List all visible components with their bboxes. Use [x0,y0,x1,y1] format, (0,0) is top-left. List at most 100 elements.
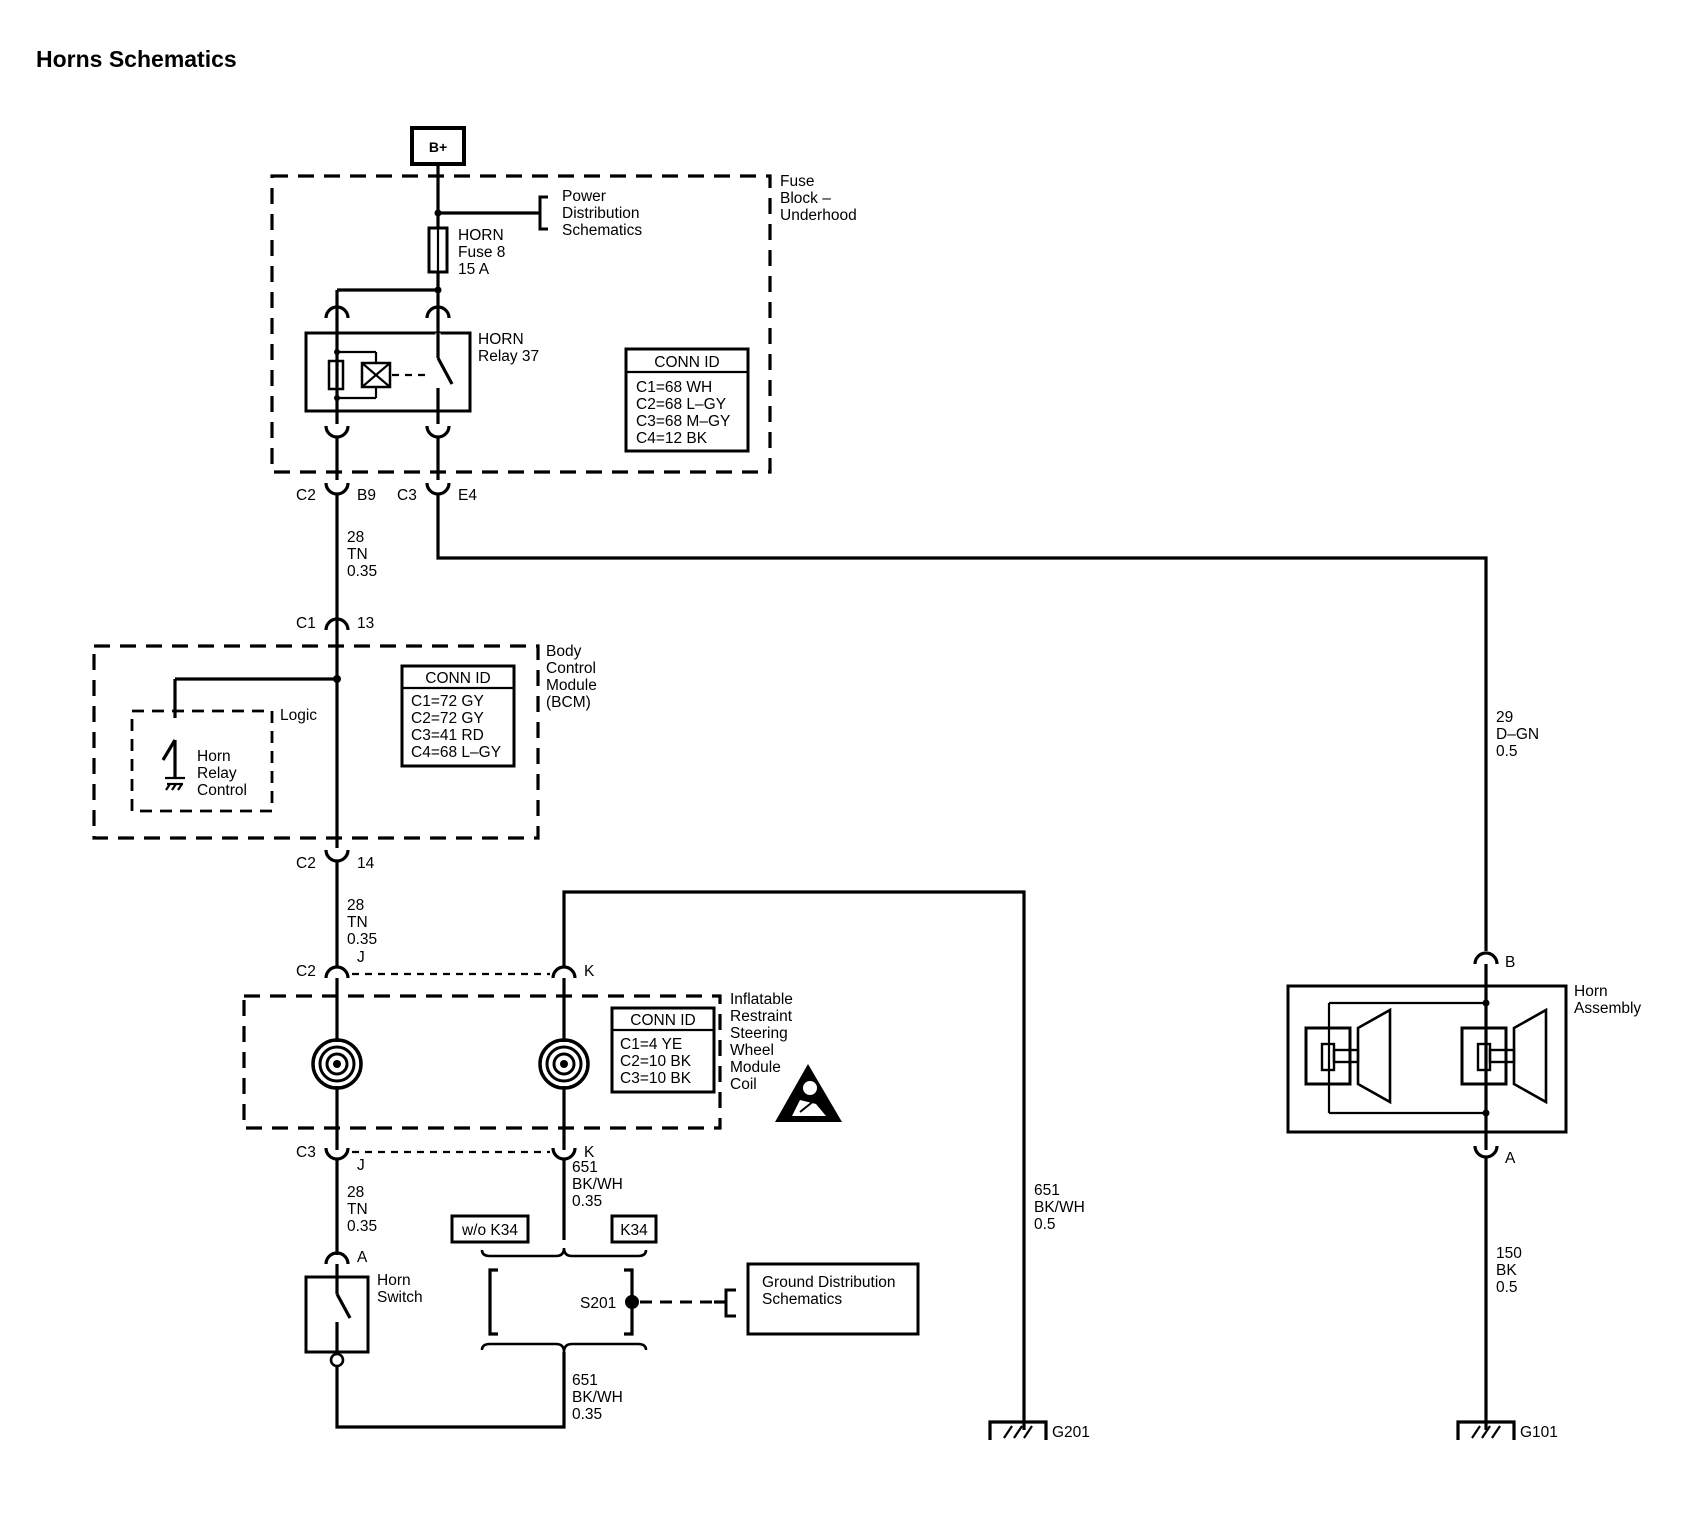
connector-c2-14: C2 14 [296,849,375,872]
wire-label: 28 [347,529,364,546]
wire-label: 150 [1496,1245,1522,1262]
wire-label: 651 [572,1372,598,1389]
clockspring-coil-icon [311,1038,363,1090]
body-control-module: Body Control Module (BCM) Logic Horn Rel… [92,620,597,848]
wire-label: TN [347,546,368,563]
pin-label: K [584,963,595,980]
bcm-label: Body [546,643,582,660]
conn-id-row: C3=41 RD [411,727,484,744]
conn-id-row: C3=10 BK [620,1070,692,1087]
horn-speaker-icon [1460,1007,1548,1105]
bcm-label: Control [546,660,596,677]
conn-id-header: CONN ID [630,1012,695,1029]
horn-relay-control-label: Relay [197,765,237,782]
horn-assembly-label: Assembly [1574,1000,1641,1017]
clockspring-coil-icon [538,1038,590,1090]
bcm-label: Module [546,677,597,694]
wire-651-g201 [562,890,1026,1430]
fuse-block-label-2: Block – [780,190,831,207]
conn-id-row: C1=4 YE [620,1036,682,1053]
connector-label: C2 [296,487,316,504]
wire-label: TN [347,914,368,931]
wire-label: 0.35 [347,1218,377,1235]
pin-label: A [1505,1150,1516,1167]
ground-ref-label: Schematics [762,1291,842,1308]
horn-relay-icon [304,331,472,413]
fuse-block-conn-id-table: CONN ID C1=68 WH C2=68 L–GY C3=68 M–GY C… [624,347,750,453]
fuse-label-3: 15 A [458,261,490,278]
conn-id-row: C1=72 GY [411,693,484,710]
bcm-label: (BCM) [546,694,591,711]
wire-label: 0.35 [572,1406,602,1423]
coil-top-connectors: C2 J K [296,949,595,980]
option-k34-tag: K34 [610,1214,658,1244]
coil-label: Inflatable [730,991,793,1008]
pin-label: B9 [357,487,376,504]
airbag-warning-icon [775,1064,842,1122]
wire-label: BK/WH [1034,1199,1085,1216]
splice-label: S201 [580,1295,616,1312]
connector-label: C3 [296,1144,316,1161]
conn-id-row: C2=10 BK [620,1053,692,1070]
bcm-conn-id-table: CONN ID C1=72 GY C2=72 GY C3=41 RD C4=68… [400,664,516,768]
horn-switch-label: Switch [377,1289,423,1306]
wire-label: BK [1496,1262,1517,1279]
wire-label: 0.35 [572,1193,602,1210]
relay-label-2: Relay 37 [478,348,539,365]
pin-label: 14 [357,855,375,872]
horn-fuse-icon [427,226,449,274]
connector-label: C2 [296,963,316,980]
fuse-label-1: HORN [458,227,504,244]
connector-label: C2 [296,855,316,872]
connector-c2-b9: C2 B9 [296,482,376,504]
pin-label: E4 [458,487,477,504]
horn-relay-control-label: Control [197,782,247,799]
horn-assembly: B Horn Assembly A [1286,951,1641,1167]
conn-id-row: C2=72 GY [411,710,484,727]
horn-assembly-label: Horn [1574,983,1608,1000]
pin-label: A [357,1249,368,1266]
horn-relay-control-label: Horn [197,748,231,765]
wire-label: 29 [1496,709,1513,726]
wire-label: 0.35 [347,931,377,948]
steering-wheel-coil-module: Inflatable Restraint Steering Wheel Modu… [242,978,793,1150]
option-label: K34 [620,1222,648,1239]
conn-id-row: C4=68 L–GY [411,744,501,761]
fuse-block-label-1: Fuse [780,173,814,190]
coil-label: Coil [730,1076,757,1093]
pin-label: J [357,1157,365,1174]
wire-label: 651 [1034,1182,1060,1199]
conn-id-row: C4=12 BK [636,430,708,447]
power-distribution-ref-3: Schematics [562,222,642,239]
connector-label: C1 [296,615,316,632]
option-w-o-k34-tag: w/o K34 [450,1214,530,1244]
pin-label: J [357,949,365,966]
splice-s201-block: S201 [480,1247,736,1353]
connector-label: C3 [397,487,417,504]
battery-source: B+ [410,126,466,176]
ground-g101-icon: G101 [1456,1420,1558,1441]
coil-label: Wheel [730,1042,774,1059]
pin-label: K [584,1144,595,1161]
coil-label: Steering [730,1025,788,1042]
wire-label: 651 [572,1159,598,1176]
battery-label: B+ [429,139,447,155]
wire-label: BK/WH [572,1176,623,1193]
fuse-label-2: Fuse 8 [458,244,505,261]
option-label: w/o K34 [461,1222,518,1239]
wire-label: TN [347,1201,368,1218]
ground-g201-icon: G201 [988,1420,1090,1441]
pin-label: 13 [357,615,374,632]
conn-id-header: CONN ID [654,354,719,371]
wire-label: 0.5 [1496,1279,1518,1296]
fuse-block-label-3: Underhood [780,207,857,224]
ground-label: G201 [1052,1424,1090,1441]
wire-29-dgn [436,494,1488,951]
pin-label: B [1505,954,1515,971]
wire-label: D–GN [1496,726,1539,743]
coil-conn-id-table: CONN ID C1=4 YE C2=10 BK C3=10 BK [610,1006,716,1094]
coil-bottom-connectors: C3 J K [296,1144,595,1174]
wire-label: BK/WH [572,1389,623,1406]
wire-label: 0.5 [1496,743,1518,760]
